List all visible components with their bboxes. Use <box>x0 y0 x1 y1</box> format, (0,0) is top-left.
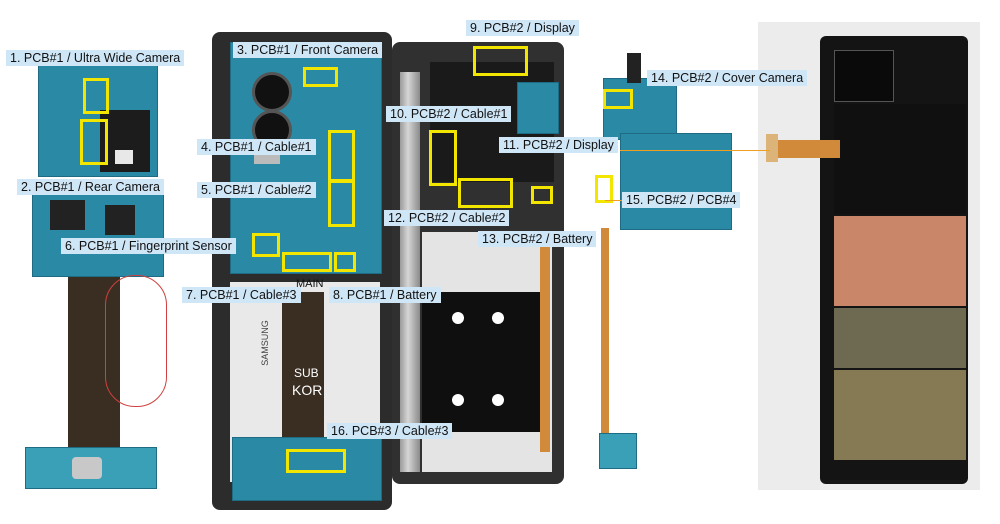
label-3: 3. PCB#1 / Front Camera <box>233 42 383 58</box>
highlight-box-2b <box>38 198 56 204</box>
highlight-box-10 <box>429 130 457 186</box>
label-5: 5. PCB#1 / Cable#2 <box>197 182 316 198</box>
display-back-photo <box>758 22 980 490</box>
highlight-box-4 <box>328 130 355 182</box>
battery-sub-text: SUB <box>294 366 319 380</box>
label-11: 11. PCB#2 / Display <box>499 137 618 153</box>
highlight-box-8 <box>334 252 356 272</box>
label-6: 6. PCB#1 / Fingerprint Sensor <box>61 238 236 254</box>
label-8: 8. PCB#1 / Battery <box>329 287 441 303</box>
battery-kor-text: KOR <box>292 382 323 398</box>
highlight-box-2 <box>80 119 108 165</box>
label-4: 4. PCB#1 / Cable#1 <box>197 139 316 155</box>
label-10: 10. PCB#2 / Cable#1 <box>386 106 512 122</box>
label-14: 14. PCB#2 / Cover Camera <box>647 70 808 86</box>
label-16: 16. PCB#3 / Cable#3 <box>327 423 453 439</box>
battery-brand-text: SAMSUNG <box>259 320 270 366</box>
pcb2-module-photo <box>595 48 732 469</box>
leader-line-15 <box>605 200 625 201</box>
label-2: 2. PCB#1 / Rear Camera <box>17 179 164 195</box>
highlight-box-12b <box>531 186 553 204</box>
highlight-box-9 <box>473 46 528 76</box>
label-1: 1. PCB#1 / Ultra Wide Camera <box>6 50 185 66</box>
highlight-box-6 <box>252 233 280 257</box>
battery-main-text: MAIN <box>296 278 324 290</box>
highlight-box-5 <box>328 180 355 227</box>
pcb1-module-photo <box>10 55 170 500</box>
highlight-box-15 <box>595 175 613 203</box>
label-9: 9. PCB#2 / Display <box>466 20 579 36</box>
label-13: 13. PCB#2 / Battery <box>478 231 597 247</box>
highlight-box-7 <box>282 252 332 272</box>
label-15: 15. PCB#2 / PCB#4 <box>622 192 741 208</box>
highlight-box-16 <box>286 449 346 473</box>
highlight-box-12 <box>458 178 513 208</box>
highlight-box-1 <box>83 78 109 114</box>
label-7: 7. PCB#1 / Cable#3 <box>182 287 301 303</box>
highlight-box-3 <box>303 67 338 87</box>
highlight-box-14 <box>603 89 633 109</box>
label-12: 12. PCB#2 / Cable#2 <box>384 210 510 226</box>
battery-label-text: MAIN SUB KOR SAMSUNG <box>260 278 350 408</box>
leader-line-11 <box>620 150 770 151</box>
